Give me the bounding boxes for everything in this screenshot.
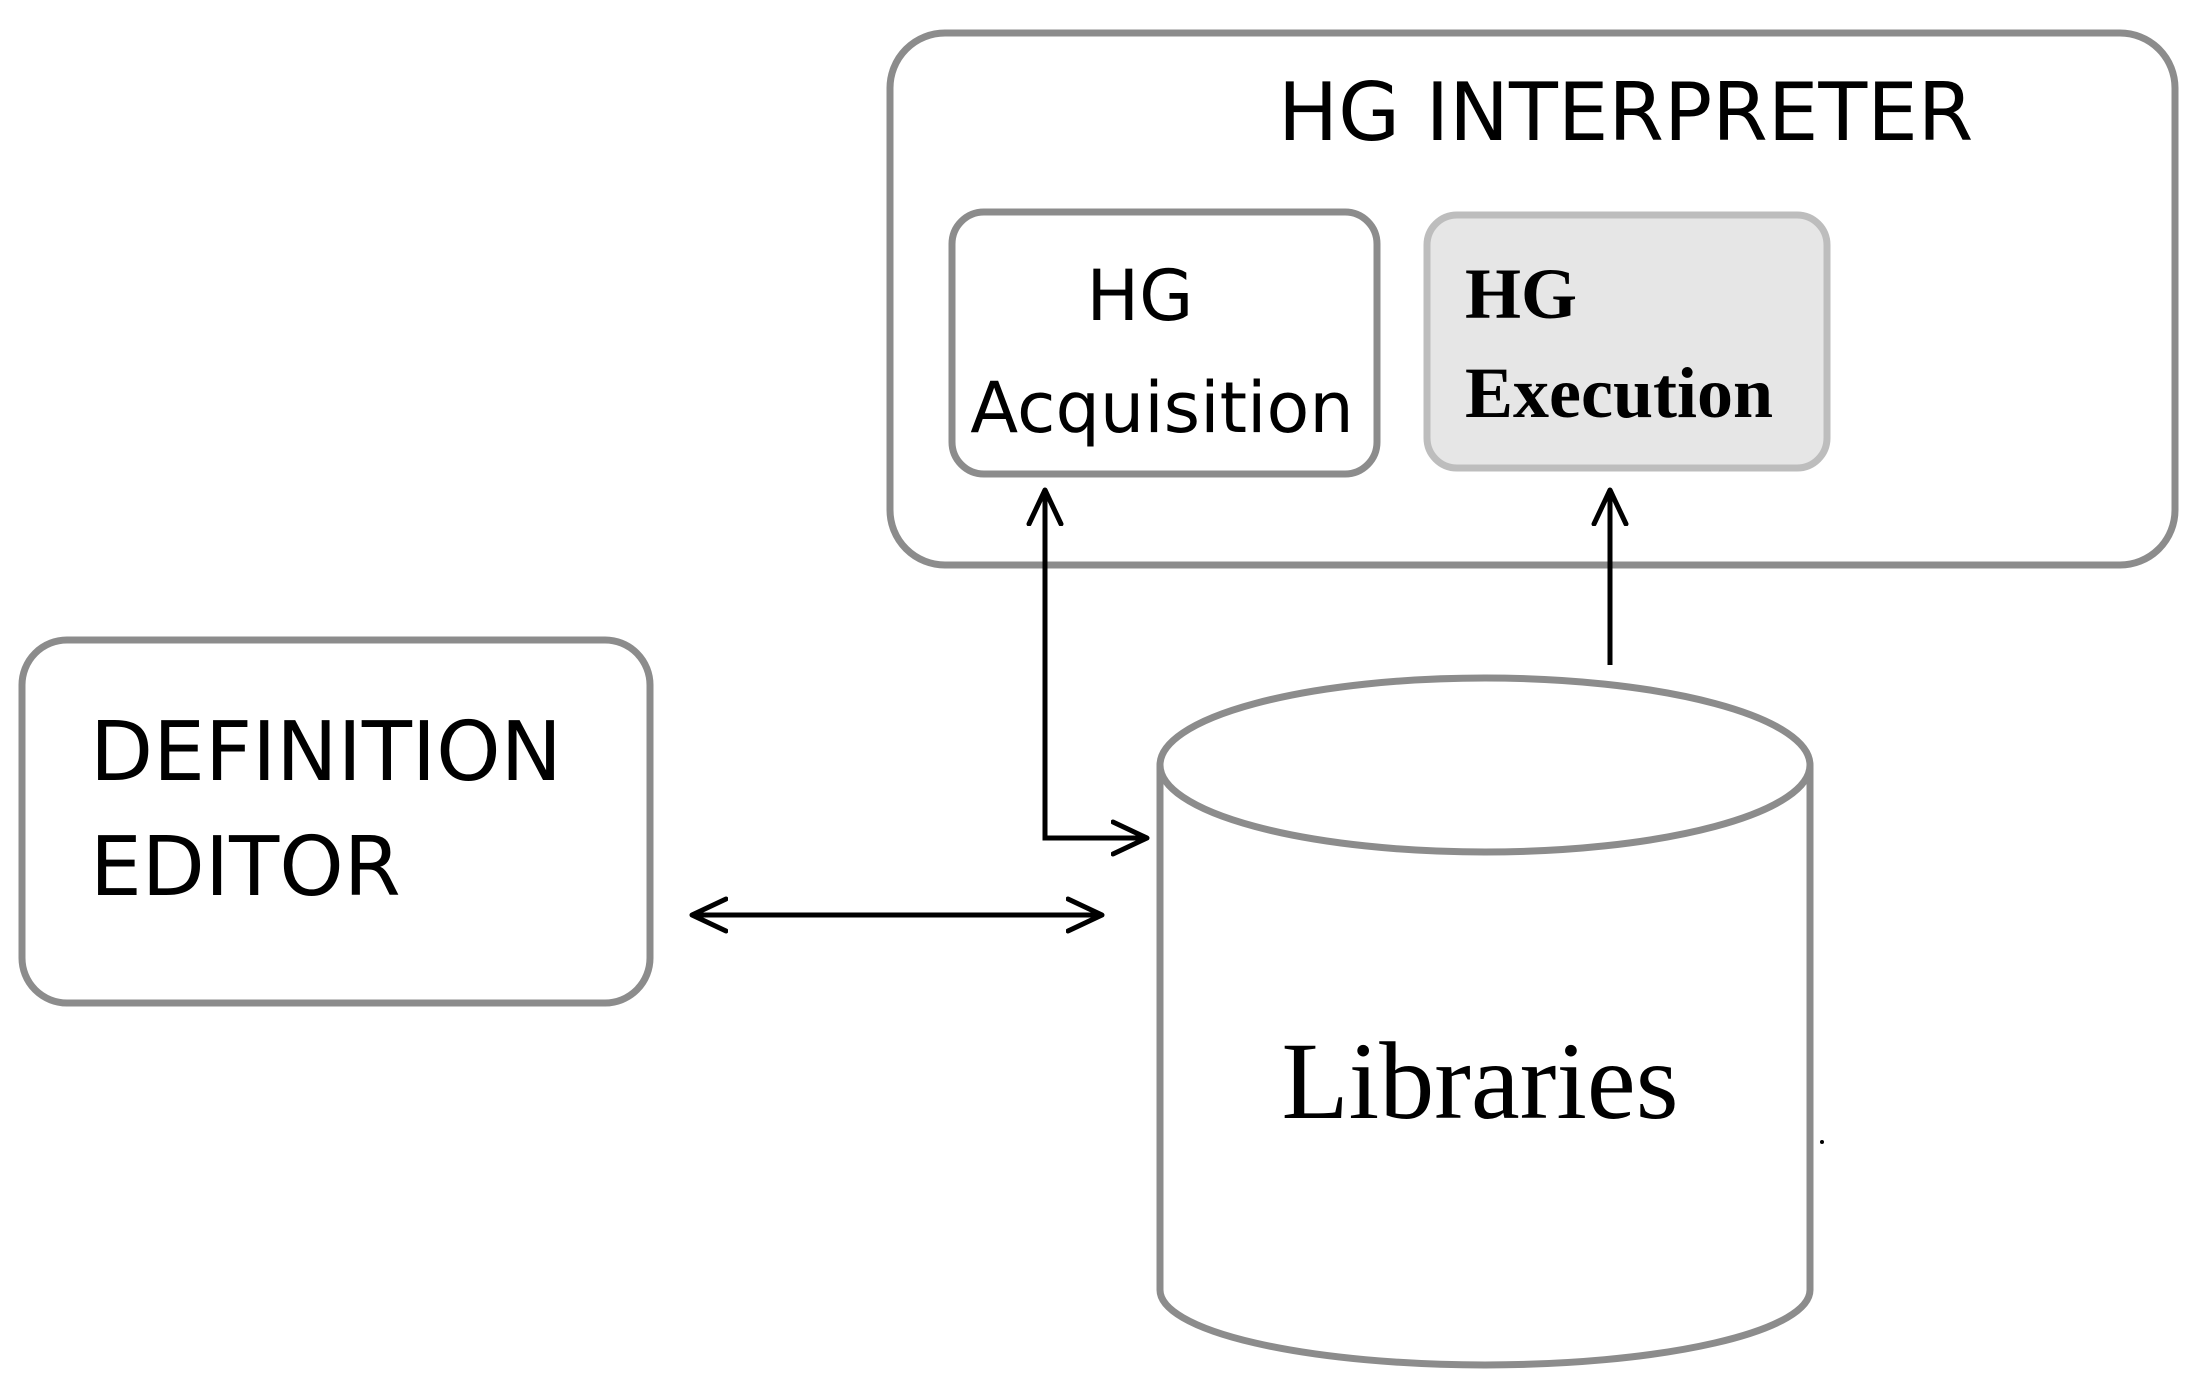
definition-editor-node: DEFINITION EDITOR <box>18 636 654 1007</box>
hg-execution-label-line2: Execution <box>1465 353 1773 433</box>
hg-acquisition-label-line1: HG <box>1087 255 1194 337</box>
connectors <box>692 490 1610 915</box>
hg-execution-box <box>1423 211 1831 472</box>
hg-interpreter-title: HG INTERPRETER <box>1278 66 1973 159</box>
acquisition-libraries-arrow <box>1045 490 1147 838</box>
hg-acquisition-node: HG Acquisition <box>948 208 1381 478</box>
hg-execution-node: HG Execution <box>1423 211 1831 472</box>
definition-editor-label-line2: EDITOR <box>90 820 401 915</box>
stray-dot <box>1820 1140 1824 1144</box>
definition-editor-label-line1: DEFINITION <box>90 705 562 800</box>
hg-acquisition-label-line2: Acquisition <box>970 367 1353 449</box>
libraries-label: Libraries <box>1281 1020 1678 1142</box>
libraries-database: Libraries <box>1156 674 1814 1369</box>
hg-execution-label-line1: HG <box>1465 254 1577 334</box>
hg-acquisition-box <box>948 208 1381 478</box>
libraries-cylinder-top <box>1156 674 1814 856</box>
definition-editor-box <box>18 636 654 1007</box>
libraries-cylinder-body <box>1156 765 1814 1369</box>
